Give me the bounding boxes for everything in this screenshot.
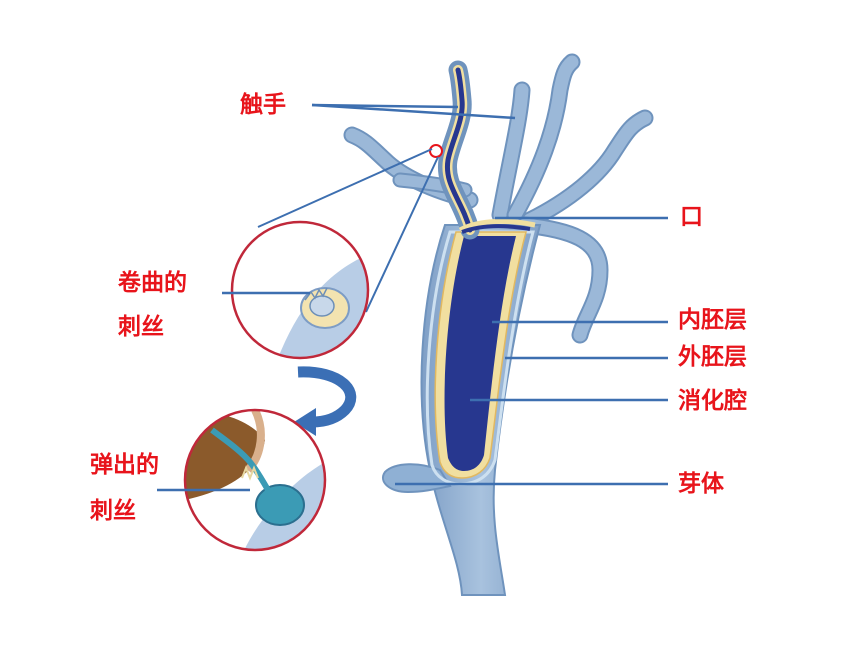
- inset-connectors: [257, 148, 439, 313]
- label-discharged-line2: 刺丝: [90, 498, 136, 524]
- inset-coiled-nematocyst: [230, 220, 370, 360]
- label-coiled-line1: 卷曲的: [118, 270, 187, 296]
- label-discharged-line1: 弹出的: [90, 452, 159, 478]
- label-tentacle: 触手: [240, 92, 286, 118]
- label-bud: 芽体: [678, 471, 724, 497]
- leader-lines: [157, 103, 668, 492]
- label-gastrovascular-cavity: 消化腔: [678, 388, 747, 414]
- inset-discharged-nematocyst: [183, 408, 327, 552]
- hydra-body: [382, 60, 542, 596]
- magnify-point-marker: [429, 144, 443, 158]
- tentacles-back: [343, 53, 654, 344]
- label-ectoderm: 外胚层: [678, 344, 747, 370]
- curved-arrow-icon: [294, 366, 357, 436]
- label-coiled-line2: 刺丝: [118, 314, 164, 340]
- leader-tentacle-b: [311, 103, 516, 120]
- label-mouth: 口: [680, 204, 703, 230]
- label-endoderm: 内胚层: [678, 307, 747, 333]
